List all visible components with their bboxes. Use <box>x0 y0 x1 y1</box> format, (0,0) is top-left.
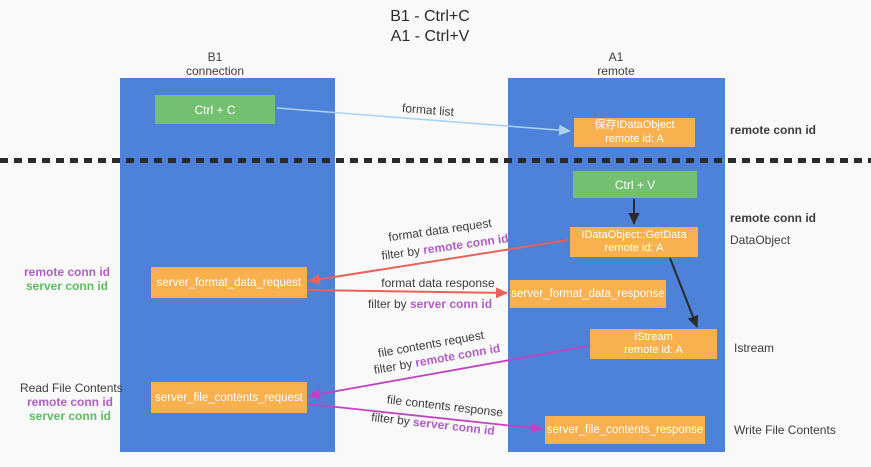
lane-header-b1: B1 connection <box>135 50 295 78</box>
diagram-title: B1 - Ctrl+C A1 - Ctrl+V <box>0 7 860 47</box>
filter-by-text: filter by <box>367 297 410 311</box>
filter-by-text: filter by <box>380 243 425 263</box>
save-idataobject-line1: 保存IDataObject <box>594 119 675 131</box>
ctrl-v-box: Ctrl + V <box>573 171 697 198</box>
server-file-contents-request-label: server_file_contents_request <box>155 391 303 404</box>
remote-conn-id-note: remote conn id <box>26 395 113 409</box>
lane-a1-name: A1 <box>608 50 624 64</box>
save-idataobject-line2: remote id: A <box>605 132 664 145</box>
server-format-data-response-label: server_format_data_response <box>511 288 665 300</box>
server-conn-id-key: server conn id <box>412 414 496 438</box>
server-format-data-request-box: server_format_data_request <box>151 267 307 298</box>
ctrl-c-box: Ctrl + C <box>155 95 275 124</box>
read-file-contents-note: Read File Contents <box>20 381 123 395</box>
filter-by-text: filter by <box>370 410 414 429</box>
format-data-response-flow-label: format data response <box>381 276 495 290</box>
lane-b1-role: connection <box>185 64 245 78</box>
ctrl-c-label: Ctrl + C <box>194 102 236 117</box>
machine-boundary-dashed-line <box>0 158 871 163</box>
save-idataobject-box: 保存IDataObject remote id: A <box>574 118 695 147</box>
remote-conn-id-note: remote conn id <box>23 265 110 279</box>
format-conn-id-notes: remote conn id server conn id <box>22 265 112 293</box>
server-conn-id-note: server conn id <box>28 409 112 423</box>
lane-b1-name: B1 <box>207 50 223 64</box>
server-conn-id-note: server conn id <box>25 279 109 293</box>
server-conn-id-key: server conn id <box>409 297 493 311</box>
server-file-contents-request-box: server_file_contents_request <box>151 382 307 413</box>
server-file-contents-response-label: server_file_contents_response <box>546 424 704 436</box>
idataobject-getdata-line1: IDataObject::GetData <box>581 228 687 241</box>
istream-box: IStream remote id: A <box>590 329 717 359</box>
title-line-1: B1 - Ctrl+C <box>390 8 470 25</box>
write-file-contents-note: Write File Contents <box>734 423 836 437</box>
ctrl-v-label: Ctrl + V <box>614 177 656 192</box>
title-line-2: A1 - Ctrl+V <box>390 28 470 45</box>
lane-header-a1: A1 remote <box>536 50 696 78</box>
istream-line1: IStream <box>634 330 673 343</box>
read-file-conn-id-notes: Read File Contents remote conn id server… <box>20 381 123 423</box>
idataobject-getdata-line2: remote id: A <box>604 242 664 254</box>
istream-note: Istream <box>734 341 775 355</box>
idataobject-getdata-box: IDataObject::GetData remote id: A <box>570 227 698 257</box>
remote-conn-id-note-ctrlv: remote conn id <box>730 211 817 225</box>
format-data-response-arrow <box>307 287 508 299</box>
server-format-data-request-label: server_format_data_request <box>156 276 302 289</box>
server-format-data-response-box: server_format_data_response <box>510 280 666 308</box>
istream-line2: remote id: A <box>624 344 683 356</box>
remote-conn-id-note-save: remote conn id <box>730 123 817 137</box>
format-data-response-filter-label: filter by server conn id <box>368 297 492 311</box>
lane-a1-role: remote <box>597 64 635 78</box>
dataobject-note: DataObject <box>730 233 791 247</box>
format-list-flow-label: format list <box>401 100 455 120</box>
server-file-contents-response-box: server_file_contents_response <box>545 416 705 444</box>
